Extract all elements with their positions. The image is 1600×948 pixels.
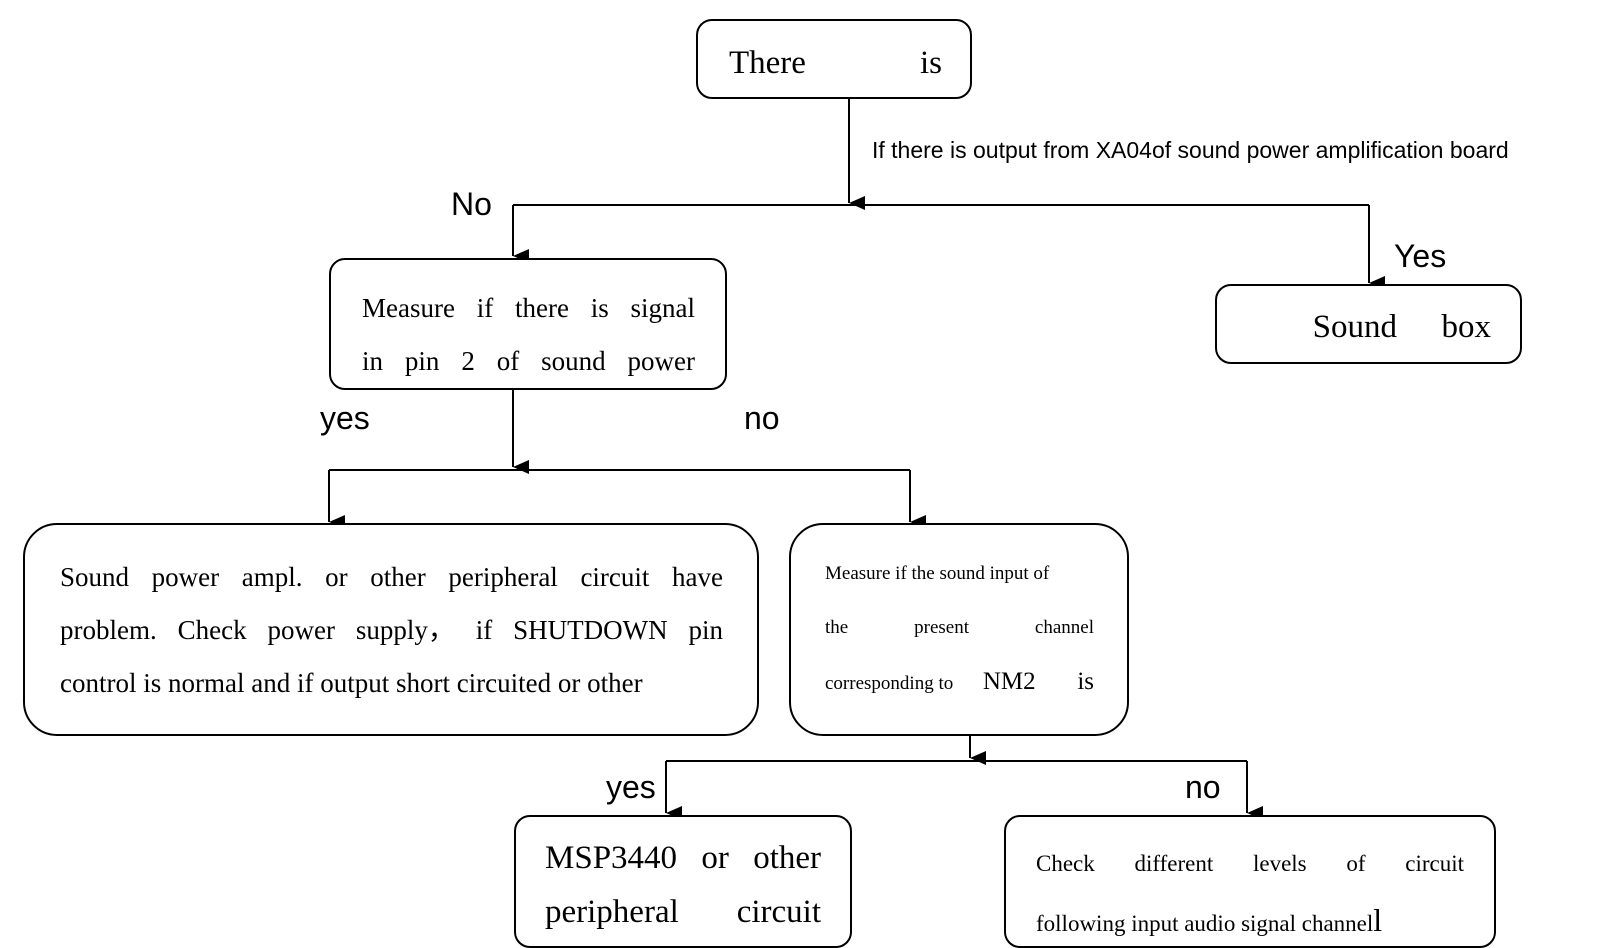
node-amp-problem-line-1: Sound power ampl. or other peripheral ci…: [60, 551, 723, 604]
word: in: [362, 346, 384, 376]
word: Check: [1036, 851, 1095, 876]
node-msp3440-line-2: peripheral circuit: [545, 885, 821, 939]
node-measure-pin2: Measure if there is signal in pin 2 of s…: [329, 258, 727, 390]
node-check-levels-line-2: following input audio signal channell: [1036, 892, 1464, 946]
word: if: [475, 615, 493, 645]
word: Sound: [60, 562, 130, 592]
node-msp3440: MSP3440 or other peripheral circuit: [514, 815, 852, 948]
node-measure-input: Measure if the sound input of the presen…: [789, 523, 1129, 736]
word: Measure: [362, 293, 455, 323]
node-measure-input-line-3-nm2: NM2: [982, 668, 1036, 695]
word: peripheral: [545, 894, 679, 930]
node-sound-box-word-1: Sound: [1312, 309, 1397, 345]
word: supply，: [355, 615, 455, 645]
word: power: [267, 615, 335, 645]
word: circuit: [580, 562, 650, 592]
word: SHUTDOWN: [513, 615, 668, 645]
node-check-levels-line-1: Check different levels of circuit: [1036, 835, 1464, 892]
node-measure-pin2-line-2: in pin 2 of sound power: [362, 335, 695, 388]
node-start-word-1: There: [729, 45, 806, 81]
node-measure-input-line-3: corresponding to NM2 is: [825, 655, 1094, 711]
word: of: [1346, 851, 1366, 876]
word: or: [701, 840, 729, 876]
word: circuit: [736, 894, 821, 930]
edge-label-yes-top: Yes: [1394, 238, 1447, 274]
edge-label-yes-mid: yes: [320, 400, 370, 436]
word: power: [627, 346, 695, 376]
word: pin: [688, 615, 723, 645]
word: of: [496, 346, 520, 376]
node-msp3440-line-1: MSP3440 or other: [545, 831, 821, 885]
word: problem.: [60, 615, 157, 645]
word: channel: [1034, 617, 1094, 638]
edge-label-no-mid: no: [744, 400, 780, 436]
node-measure-input-line-1: Measure if the sound input of: [825, 563, 1050, 584]
word: is: [590, 293, 609, 323]
word: 2: [461, 346, 475, 376]
node-amp-problem-line-2: problem. Check power supply， if SHUTDOWN…: [60, 604, 723, 657]
word: other: [370, 562, 426, 592]
word: or: [325, 562, 348, 592]
word: signal: [630, 293, 695, 323]
node-measure-pin2-line-1: Measure if there is signal: [362, 282, 695, 335]
edge-label-yes-low: yes: [606, 769, 656, 805]
word: other: [753, 840, 821, 876]
word: peripheral: [448, 562, 558, 592]
word: have: [672, 562, 723, 592]
word: Check: [177, 615, 247, 645]
node-measure-input-line-3-end: is: [1077, 668, 1094, 695]
word: circuit: [1405, 851, 1464, 876]
word: if: [476, 293, 494, 323]
node-start: There is: [696, 19, 972, 99]
edge-label-question: If there is output from XA04of sound pow…: [872, 137, 1509, 163]
node-measure-input-line-3-prefix: corresponding to: [825, 673, 954, 694]
node-check-levels: Check different levels of circuit follow…: [1004, 815, 1496, 948]
word: levels: [1252, 851, 1307, 876]
word: different: [1134, 851, 1214, 876]
edge-label-no-low: no: [1185, 769, 1221, 805]
node-sound-box: Sound box: [1215, 284, 1522, 364]
node-amp-problem: Sound power ampl. or other peripheral ci…: [23, 523, 759, 736]
node-start-word-2: is: [919, 45, 942, 81]
word: ampl.: [241, 562, 303, 592]
edge-label-no-top: No: [451, 186, 492, 222]
word: MSP3440: [545, 840, 678, 876]
node-check-levels-line-2-text: following input audio signal channel: [1036, 911, 1374, 936]
node-sound-box-word-2: box: [1441, 309, 1492, 345]
word: sound: [541, 346, 606, 376]
word: present: [914, 617, 969, 638]
node-check-levels-line-2-end: l: [1373, 902, 1383, 938]
node-amp-problem-line-3: control is normal and if output short ci…: [60, 668, 643, 698]
word: the: [825, 617, 849, 638]
word: pin: [404, 346, 440, 376]
node-measure-input-line-2: the present channel: [825, 601, 1094, 655]
word: there: [514, 293, 569, 323]
word: power: [151, 562, 220, 592]
